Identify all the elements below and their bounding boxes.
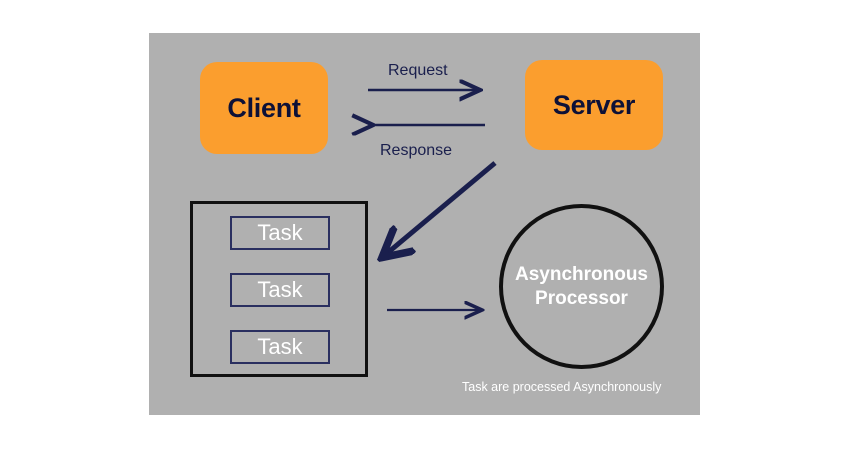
arrow-layer	[149, 33, 497, 415]
task-item[interactable]: Task	[230, 330, 330, 364]
arrow-server-to-queue	[385, 161, 497, 255]
node-server-label: Server	[552, 89, 636, 120]
node-async-processor-label-line1: Asynchronous	[514, 263, 649, 285]
task-item-label: Task	[257, 277, 303, 302]
node-server[interactable]: Server	[525, 60, 663, 150]
footer-note: Task are processed Asynchronously	[462, 380, 662, 394]
task-item[interactable]: Task	[230, 216, 330, 250]
node-client[interactable]: Client	[200, 62, 328, 154]
arrow-request-label: Request	[388, 62, 448, 79]
diagram-canvas: Client Server Request Response Task Task…	[149, 33, 700, 415]
node-client-label: Client	[227, 92, 301, 123]
node-async-processor[interactable]: Asynchronous Processor	[499, 204, 664, 369]
task-item[interactable]: Task	[230, 273, 330, 307]
task-queue-container: Task Task Task	[190, 201, 368, 377]
node-async-processor-label-line2: Processor	[535, 287, 628, 309]
arrow-response-label: Response	[380, 142, 453, 159]
task-item-label: Task	[257, 220, 303, 245]
task-item-label: Task	[257, 334, 303, 359]
